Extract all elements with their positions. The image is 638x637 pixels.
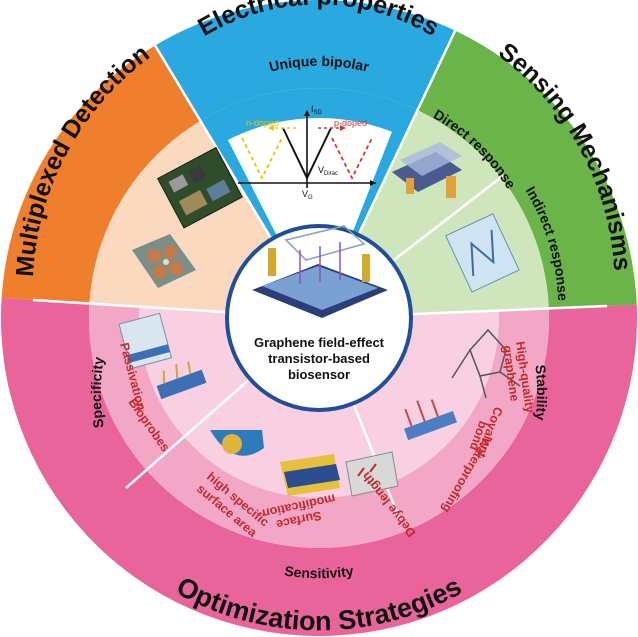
surface-modification-image <box>280 454 340 496</box>
p-doped-label: p-doped <box>334 118 367 128</box>
dirac-label: VDirac <box>318 165 338 177</box>
circuit-board-image <box>156 146 243 229</box>
optimization-illustrations <box>118 312 521 497</box>
inner-segment-electrical <box>227 118 392 237</box>
label-unique-bipolar: Unique bipolar <box>268 53 372 75</box>
center-title-line-2: transistor-based <box>268 351 370 366</box>
outer-segment-optimization <box>0 298 638 637</box>
sensor-array-chip-image <box>132 234 196 288</box>
high-surface-area-image <box>210 430 264 456</box>
debye-length-image <box>345 451 399 497</box>
center-circle <box>225 224 413 412</box>
label-specificity: Specificity <box>88 356 107 430</box>
direct-response-device-image <box>392 142 462 198</box>
center-title-line-3: biosensor <box>288 367 350 382</box>
indirect-response-device-image <box>445 213 520 293</box>
passivation-image <box>118 312 173 370</box>
p-doped-curve <box>331 137 373 181</box>
bioprobes-image <box>156 361 207 400</box>
p-shift-arrow-icon <box>340 125 346 131</box>
label-stability: Stability <box>532 364 550 421</box>
y-axis-arrow-icon <box>304 110 310 116</box>
outer-segment-sensing <box>417 30 637 309</box>
waterproofing-image <box>404 399 457 441</box>
bipolar-transfer-plot: n-doped p-doped ISD VDirac VG <box>238 104 376 201</box>
x-axis-label: VG <box>302 189 313 201</box>
x-axis-arrow-icon <box>370 180 376 186</box>
sensing-illustrations <box>392 142 520 293</box>
outer-segment-multiplexed <box>1 45 201 304</box>
outer-segment-electrical <box>154 0 456 122</box>
multiplexed-illustrations <box>132 146 243 288</box>
pristine-curve <box>282 127 332 181</box>
gfet-device-image <box>252 225 388 318</box>
center-biosensor: Graphene field-effect transistor-based b… <box>225 224 413 412</box>
label-sensitivity: Sensitivity <box>284 563 355 582</box>
y-axis-label: ISD <box>311 104 323 116</box>
n-shift-arrow-icon <box>268 125 274 131</box>
n-doped-label: n-doped <box>246 118 279 128</box>
center-title-line-1: Graphene field-effect <box>254 335 385 350</box>
graphene-lattice-image <box>451 328 521 399</box>
n-doped-curve <box>241 137 283 181</box>
